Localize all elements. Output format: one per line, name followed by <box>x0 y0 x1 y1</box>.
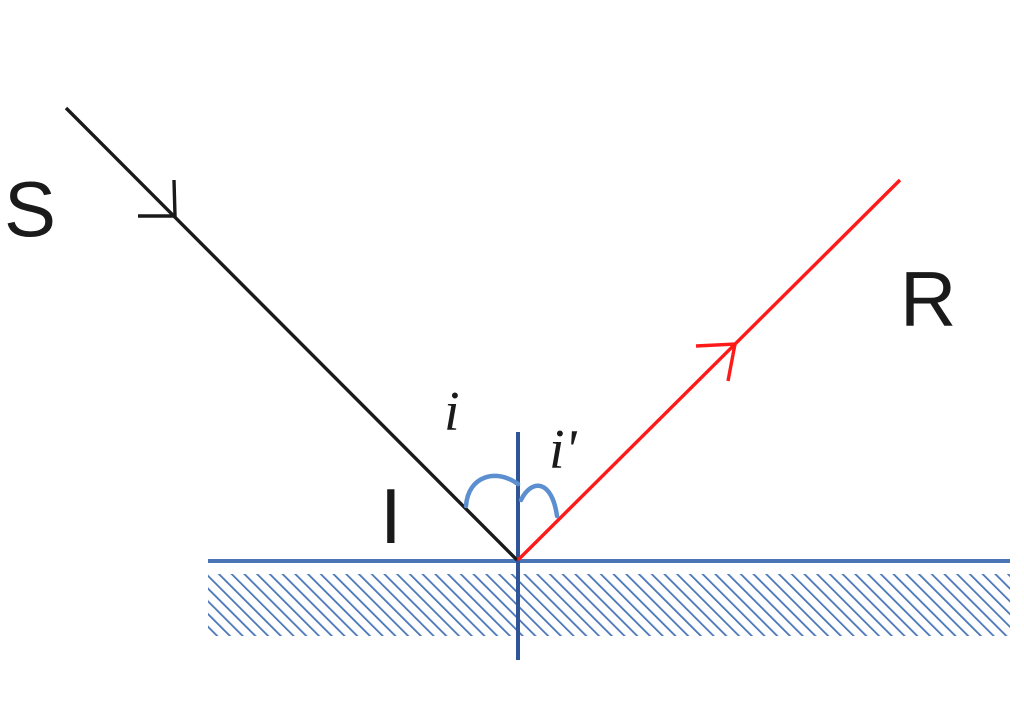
label-reflected: R <box>900 255 956 343</box>
incident-arrowhead <box>138 179 177 218</box>
mirror-hatching <box>208 574 1010 636</box>
reflected-arrowhead <box>695 342 738 382</box>
incident-ray <box>64 106 519 562</box>
label-incidence-point: I <box>380 472 402 560</box>
label-angle-reflection: i' <box>549 419 578 481</box>
angle-incidence-arc <box>463 473 521 509</box>
reflected-ray <box>516 178 902 562</box>
label-angle-incidence: i <box>444 381 460 443</box>
label-source: S <box>4 165 56 253</box>
angle-reflection-arc <box>518 483 560 519</box>
